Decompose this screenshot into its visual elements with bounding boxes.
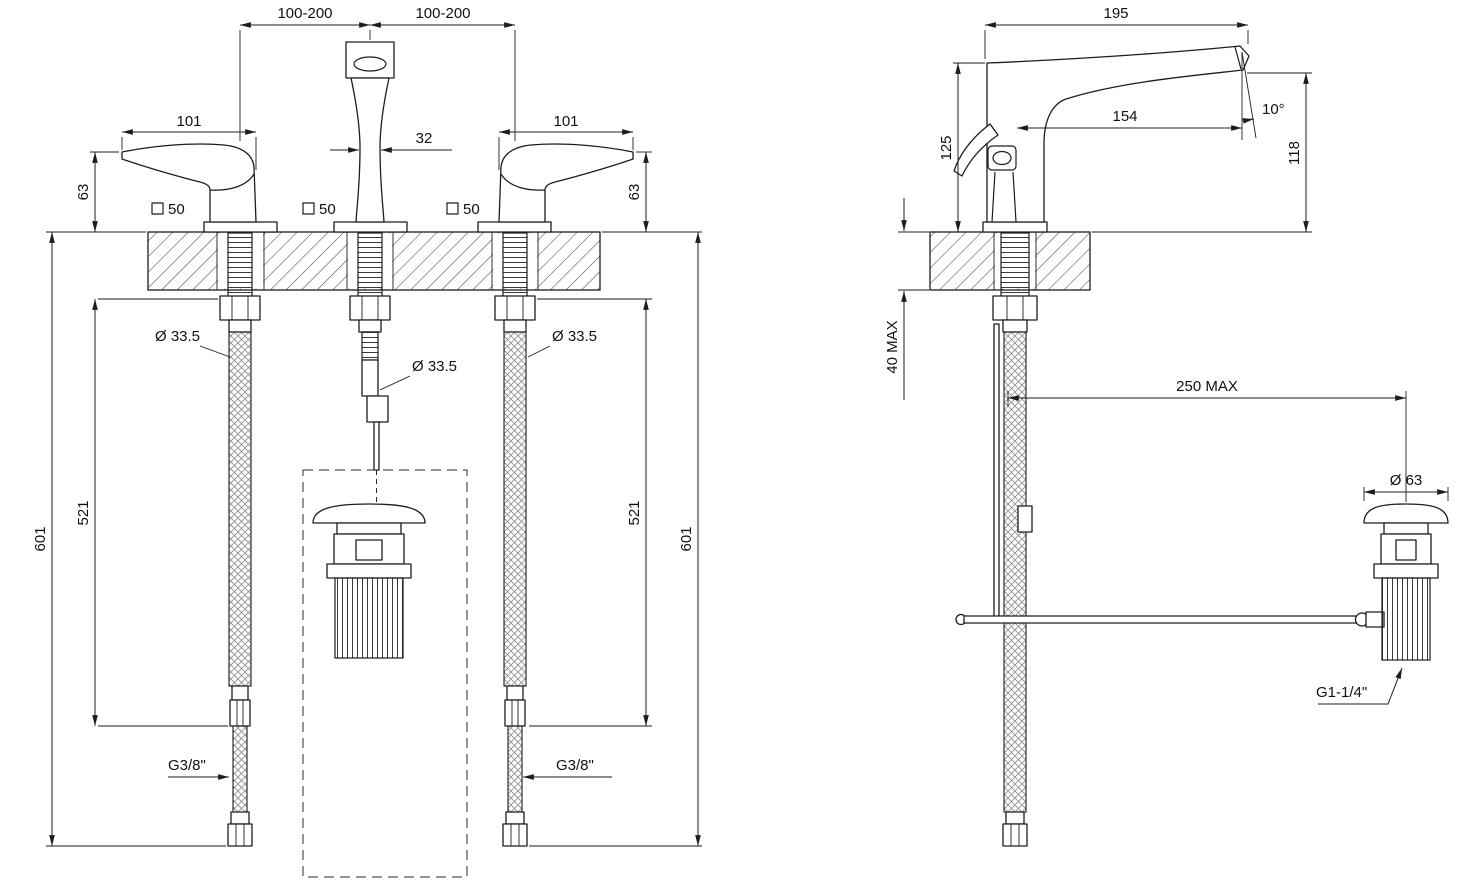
popup-drain-side [1363, 503, 1449, 661]
dim-handle-height-right: 63 [626, 151, 652, 232]
dim-label-drain-diameter: Ø 63 [1390, 472, 1423, 489]
dim-label-deck-thickness: 40 MAX [884, 320, 901, 373]
lift-rod [955, 323, 1385, 628]
dim-label-hole-left: Ø 33.5 [155, 328, 200, 345]
dim-hole-right: Ø 33.5 [527, 328, 597, 358]
dim-label-spout-width: 32 [416, 130, 433, 147]
dim-spacing-left: 100-200 [239, 5, 371, 141]
dim-label-angle: 10° [1262, 101, 1285, 118]
dim-spacing-right: 100-200 [370, 5, 516, 141]
dim-deck-thickness: 40 MAX [884, 198, 929, 400]
faucet-side [953, 45, 1250, 233]
dim-rod-reach: 250 MAX [1007, 378, 1407, 502]
dim-outlet-height: 118 [1092, 72, 1312, 233]
dim-label-spacing-right: 100-200 [415, 5, 470, 22]
front-view: 100-200 100-200 101 101 63 63 [32, 5, 702, 878]
shank-side [992, 232, 1038, 333]
base-square-left: 50 [151, 201, 185, 218]
dim-spout-width: 32 [330, 130, 452, 153]
dim-handle-right: 101 [498, 113, 634, 170]
dim-label-hole-center: Ø 33.5 [412, 358, 457, 375]
hose-side [1002, 331, 1028, 847]
hose-right [502, 331, 528, 847]
dim-drain-thread: G1-1/4" [1316, 667, 1403, 705]
dim-label-handle-left: 101 [176, 113, 201, 130]
dim-label-rod-reach: 250 MAX [1176, 378, 1238, 395]
drain-dashed-outline [302, 469, 468, 878]
dim-label-reach: 195 [1103, 5, 1128, 22]
dim-label-outlet-height: 118 [1286, 141, 1303, 165]
base-square-right: 50 [446, 201, 480, 218]
base-square-center: 50 [302, 201, 336, 218]
shank-right [494, 232, 536, 333]
dim-label-thread-right: G3/8" [556, 757, 594, 774]
dim-label-spacing-left: 100-200 [277, 5, 332, 22]
dim-thread-right: G3/8" [523, 757, 612, 780]
dim-total-left: 601 [32, 231, 226, 847]
hose-left [227, 331, 253, 847]
dim-drain-diameter: Ø 63 [1363, 472, 1449, 501]
dim-total-right: 601 [529, 231, 702, 847]
dim-label-thread-left: G3/8" [168, 757, 206, 774]
dim-thread-left: G3/8" [168, 757, 229, 780]
dim-label-handle-height-left: 63 [75, 184, 92, 201]
popup-drain-front [312, 503, 426, 659]
dim-label-projection: 154 [1112, 108, 1137, 125]
shank-left [219, 232, 261, 333]
dim-label-spout-height: 125 [938, 135, 955, 160]
dim-label-handle-height-right: 63 [626, 184, 643, 201]
dim-label-hose-right: 521 [626, 500, 643, 525]
spout-front [333, 41, 408, 233]
handle-right [477, 143, 634, 233]
dim-label-base-square-center: 50 [319, 201, 336, 218]
dim-label-base-square-right: 50 [463, 201, 480, 218]
dim-label-total-right: 601 [678, 526, 695, 551]
side-view: 195 125 154 10° 118 40 MAX [884, 5, 1449, 847]
dim-hole-center: Ø 33.5 [379, 358, 457, 391]
dim-label-base-square-left: 50 [168, 201, 185, 218]
handle-left [121, 143, 278, 233]
shank-center [349, 232, 391, 503]
dim-reach: 195 [984, 5, 1249, 59]
dim-label-total-left: 601 [32, 526, 49, 551]
dim-handle-height-left: 63 [75, 151, 119, 232]
dim-label-handle-right: 101 [553, 113, 578, 130]
dim-projection: 154 [1017, 108, 1242, 131]
dim-label-drain-thread: G1-1/4" [1316, 684, 1367, 701]
dim-label-hole-right: Ø 33.5 [552, 328, 597, 345]
dim-label-hose-left: 521 [75, 500, 92, 525]
dim-hose-left: 521 [75, 298, 228, 727]
dim-angle: 10° [1241, 51, 1285, 140]
dim-spout-height: 125 [938, 62, 985, 232]
dim-hole-left: Ø 33.5 [155, 328, 231, 358]
dim-hose-right: 521 [529, 298, 652, 727]
dim-handle-left: 101 [121, 113, 257, 170]
